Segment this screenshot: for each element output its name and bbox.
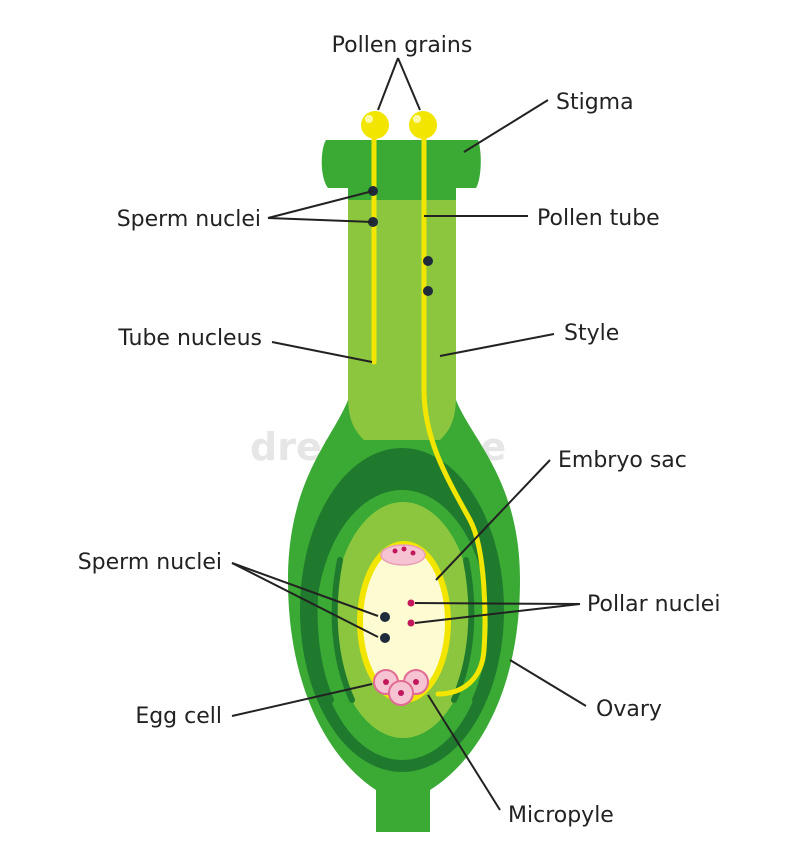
leader-pollen-grains-left <box>377 57 399 111</box>
pollen-grain-right <box>409 111 437 139</box>
pollen-grain-highlight <box>413 115 421 123</box>
sperm-nucleus-style <box>423 256 433 266</box>
label-embryo-sac: Embryo sac <box>558 448 687 473</box>
leader-sperm-nuclei-bottom-2 <box>231 562 379 638</box>
style-column <box>348 160 456 440</box>
egg-nucleus <box>413 679 419 685</box>
integument-line-right-inner <box>451 557 475 703</box>
leader-pollar-nuclei-1 <box>414 602 581 605</box>
polar-nucleus <box>407 619 415 627</box>
sperm-nucleus <box>380 612 390 622</box>
leader-micropyle <box>427 694 501 811</box>
stigma-cap <box>321 140 481 200</box>
leader-stigma <box>463 99 549 153</box>
sperm-nucleus <box>380 633 390 643</box>
antipodal-nucleus <box>410 550 416 556</box>
label-pollar-nuclei: Pollar nuclei <box>587 592 720 617</box>
label-ovary: Ovary <box>596 697 662 722</box>
leader-style <box>439 333 555 357</box>
embryo-sac-shape <box>357 541 451 703</box>
pollen-tube-right <box>421 131 488 697</box>
pollen-grain-highlight <box>365 115 373 123</box>
leader-sperm-nuclei-top-1 <box>267 190 374 219</box>
pollen-grain-left <box>361 111 389 139</box>
integument-line-left-inner <box>331 557 355 703</box>
leader-embryo-sac <box>435 459 551 581</box>
leader-sperm-nuclei-bottom-1 <box>231 562 379 617</box>
antipodal-cells <box>380 544 426 566</box>
label-style: Style <box>564 321 619 346</box>
label-sperm-nuclei-bottom: Sperm nuclei <box>78 550 222 575</box>
egg-nucleus <box>383 679 389 685</box>
leader-tube-nucleus <box>271 341 373 363</box>
integument-line-left <box>309 536 334 704</box>
leader-egg-cell <box>231 683 373 717</box>
label-pollen-tube: Pollen tube <box>537 206 660 231</box>
sperm-nucleus-style <box>423 286 433 296</box>
antipodal-nucleus <box>392 548 398 554</box>
leader-pollen-grains-right <box>397 57 421 111</box>
label-tube-nucleus: Tube nucleus <box>117 326 262 351</box>
label-sperm-nuclei-top: Sperm nuclei <box>117 207 261 232</box>
label-stigma: Stigma <box>556 90 634 115</box>
antipodal-nucleus <box>401 546 407 552</box>
leader-ovary <box>509 659 587 707</box>
leader-pollar-nuclei-2 <box>414 603 581 624</box>
label-pollen-grains: Pollen grains <box>332 33 473 58</box>
leader-sperm-nuclei-top-2 <box>267 217 374 223</box>
label-micropyle: Micropyle <box>508 803 614 828</box>
label-egg-cell: Egg cell <box>135 704 222 729</box>
integument-line-right <box>472 536 497 704</box>
egg-nucleus <box>398 690 404 696</box>
polar-nucleus <box>407 599 415 607</box>
